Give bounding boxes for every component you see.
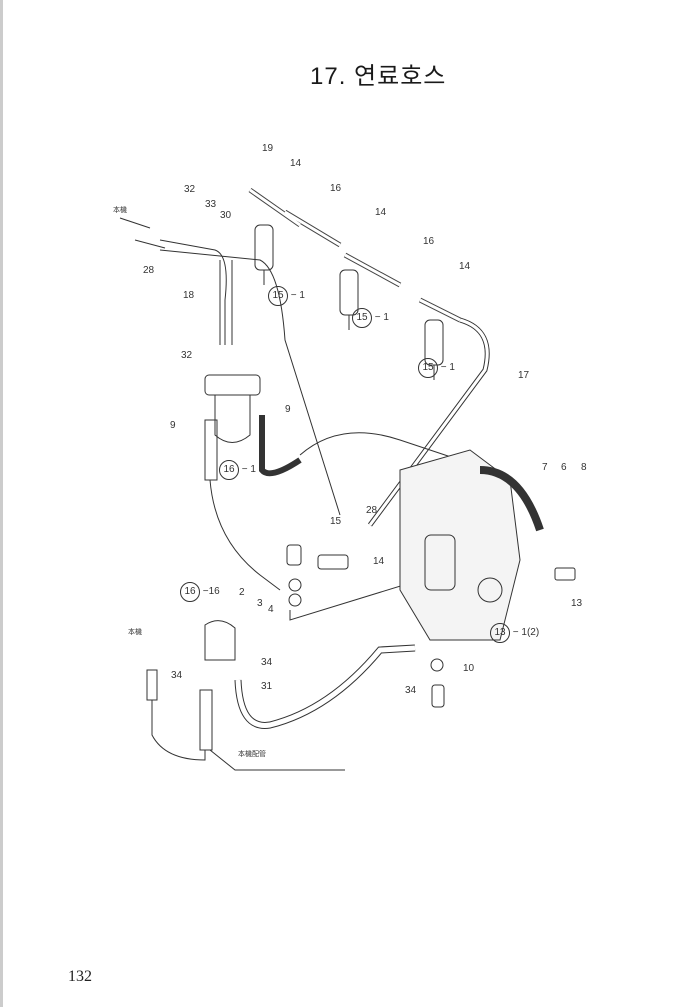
- injector-2: [339, 269, 359, 330]
- page-number: 132: [68, 968, 92, 985]
- page-title: 17. 연료호스: [310, 63, 447, 90]
- callout-17: 17: [518, 370, 530, 381]
- injector-1: [254, 224, 274, 285]
- scan-edge: [0, 0, 3, 1007]
- callout-34: 34: [261, 657, 273, 668]
- note-to-engine: 本機: [113, 207, 127, 214]
- callout-7: 7: [542, 462, 548, 473]
- callout-16-1: 16 − 1: [219, 460, 256, 480]
- callout-13: 13: [571, 598, 583, 609]
- callout-19: 19: [262, 143, 274, 154]
- callout-15-1: 15 − 1: [268, 286, 305, 306]
- callout-30: 30: [220, 210, 232, 221]
- callout-34: 34: [405, 685, 417, 696]
- callout-18: 18: [183, 290, 195, 301]
- callout-14: 14: [375, 207, 387, 218]
- callout-14: 14: [290, 158, 302, 169]
- callout-10: 10: [463, 663, 475, 674]
- callout-16: 16: [423, 236, 435, 247]
- return-line: [159, 239, 341, 516]
- callout-16: 16: [330, 183, 342, 194]
- callout-9: 9: [285, 404, 291, 415]
- callout-28: 28: [366, 505, 378, 516]
- callout-6: 6: [561, 462, 567, 473]
- callout-13-1: 13 − 1(2): [490, 623, 539, 643]
- note-to-engine: 本機: [128, 629, 142, 636]
- callout-2: 2: [239, 587, 245, 598]
- fuel-filter: [204, 374, 302, 481]
- callout-3: 3: [257, 598, 263, 609]
- callout-15: 15: [330, 516, 342, 527]
- water-separator: [199, 620, 416, 751]
- callout-14: 14: [373, 556, 385, 567]
- callout-9: 9: [170, 420, 176, 431]
- note-to-engine-piping: 本機配管: [238, 751, 266, 758]
- callout-15-1: 15 − 1: [418, 358, 455, 378]
- callout-15-1: 15 − 1: [352, 308, 389, 328]
- callout-31: 31: [261, 681, 273, 692]
- callout-14: 14: [459, 261, 471, 272]
- callout-34: 34: [171, 670, 183, 681]
- callout-16-16: 16 −16: [180, 582, 220, 602]
- callout-33: 33: [205, 199, 217, 210]
- injection-pump: [399, 449, 544, 641]
- callout-32: 32: [181, 350, 193, 361]
- callout-28: 28: [143, 265, 155, 276]
- callout-4: 4: [268, 604, 274, 615]
- callout-32: 32: [184, 184, 196, 195]
- callout-8: 8: [581, 462, 587, 473]
